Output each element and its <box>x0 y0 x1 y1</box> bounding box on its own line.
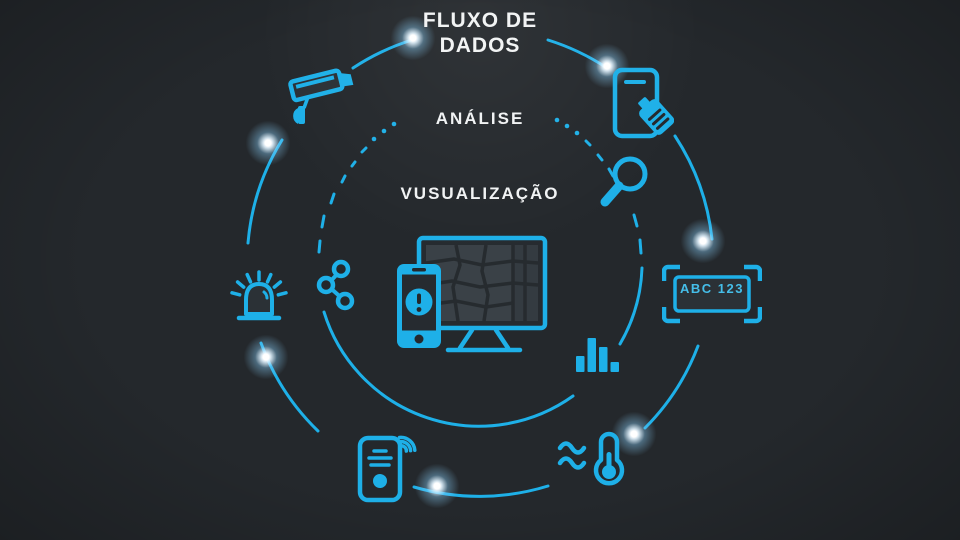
intercom-speaker-icon <box>357 435 417 503</box>
share-nodes-icon <box>316 259 355 311</box>
portable-radio-icon <box>612 67 674 139</box>
visualization-ring-label: VUSUALIZAÇÃO <box>400 184 560 203</box>
bar-chart-icon <box>576 338 619 372</box>
title-line-1: FLUXO DE <box>422 9 538 32</box>
magnifier-icon <box>600 156 648 207</box>
diagram-title: FLUXO DE DADOS <box>0 8 960 58</box>
monitor-map-icon <box>416 235 548 353</box>
license-plate-icon: ABC 123 <box>662 264 762 324</box>
middle-ring-dots <box>371 117 580 142</box>
sound-waves-icon <box>397 435 417 453</box>
focus-brackets-icon <box>662 264 762 324</box>
middle-ring <box>317 117 644 428</box>
map-screen <box>425 244 539 322</box>
cctv-camera-icon <box>288 68 354 124</box>
plate-frame <box>662 264 762 324</box>
camera-wall-mount <box>298 106 305 124</box>
monitor-stand <box>445 327 523 353</box>
siren-icon <box>230 270 288 321</box>
siren-rays <box>230 270 288 297</box>
phone-alert-icon <box>397 264 441 348</box>
outer-ring <box>246 38 714 498</box>
phone-home-button <box>414 334 424 344</box>
title-line-2: DADOS <box>439 34 521 57</box>
waves-icon <box>557 441 587 470</box>
plate-number: ABC 123 <box>680 281 744 296</box>
radio-handset <box>638 97 674 135</box>
thermometer-icon <box>557 431 625 486</box>
analysis-ring-label: ANÁLISE <box>435 109 525 128</box>
